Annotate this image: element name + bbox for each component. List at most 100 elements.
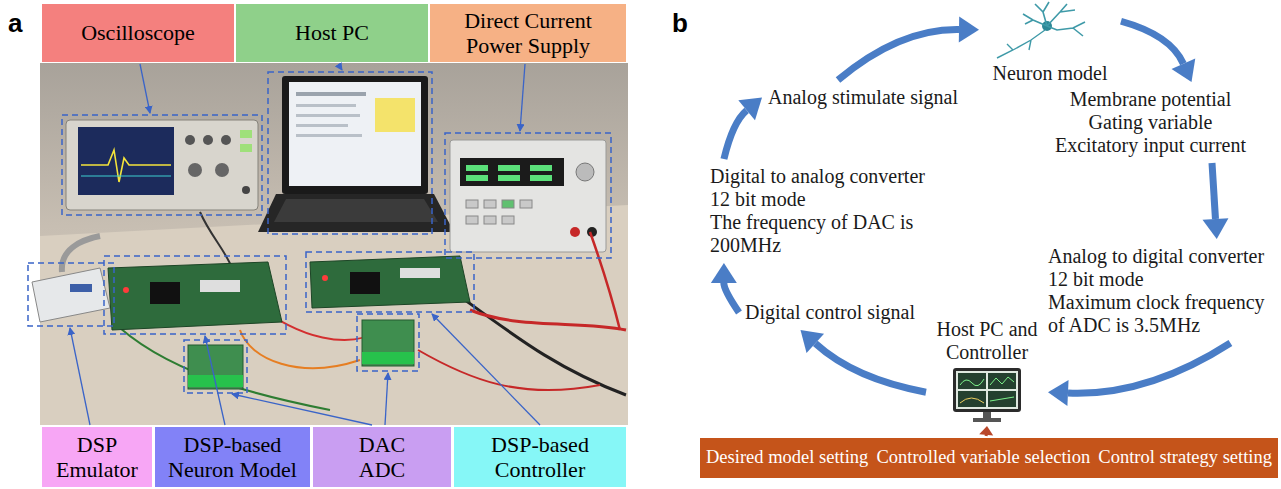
oscilloscope-body (66, 120, 258, 210)
display-digits (498, 165, 520, 171)
settings-band: Desired model settingControlled variable… (700, 438, 1278, 478)
label-box: Host PC (236, 4, 428, 62)
display-digits (498, 175, 520, 181)
arrow-head (979, 426, 993, 436)
node-text: Membrane potential Gating variable Excit… (1048, 88, 1253, 157)
laptop-screen (289, 82, 421, 186)
wire (120, 328, 330, 410)
label-box: DSP-based Controller (454, 427, 626, 487)
dashed-outline (445, 133, 611, 258)
arrow-head (1048, 380, 1069, 406)
text-line: DSP-based (491, 432, 589, 457)
arrow-line (1068, 343, 1230, 393)
led (123, 287, 129, 293)
node-text: Analog stimulate signal (768, 86, 968, 109)
wire (470, 310, 626, 330)
leader-line (385, 373, 388, 425)
arrow-line (815, 343, 926, 392)
axon (997, 30, 1045, 58)
dac-adc-board (362, 320, 414, 366)
node-text: DAC ADC (359, 432, 405, 483)
display-digits (466, 175, 488, 181)
screen-trace (990, 377, 1014, 385)
label-box: DSP Emulator (42, 427, 152, 487)
node-text: DSP-based Neuron Model (168, 432, 297, 483)
text-line: DAC (359, 432, 405, 457)
text-line: DSP-based (168, 432, 297, 457)
wire (590, 232, 620, 330)
neuron-icon (985, 0, 1115, 62)
label-box: DAC ADC (313, 427, 451, 487)
text-line: Direct Current (464, 8, 592, 33)
header (400, 268, 440, 278)
display-digits (530, 175, 552, 181)
node-text: Control strategy setting (1098, 447, 1272, 468)
label-box: Direct Current Power Supply (430, 4, 626, 62)
button (502, 200, 514, 208)
arrow-head (1203, 218, 1229, 239)
arrow-head (1172, 58, 1196, 82)
node-text: Controlled variable selection (876, 447, 1090, 468)
neuron-board (108, 262, 282, 330)
cycle-arrow (838, 16, 979, 80)
text-line: of ADC is 3.5MHz (1048, 314, 1276, 337)
screen-line (296, 134, 362, 137)
converter-text: Digital to analog converter 12 bit mode … (710, 165, 942, 257)
dashed-outline (268, 72, 432, 234)
text-line: Controller (932, 341, 1042, 364)
label-box: DSP-based Neuron Model (155, 427, 310, 487)
monitor-base (973, 418, 1001, 422)
text-line: Gating variable (1048, 111, 1253, 134)
monitor-icon (951, 366, 1023, 424)
text-line: Controller (491, 457, 589, 482)
knob (242, 186, 250, 194)
screen-panel (958, 373, 986, 389)
cycle-arrow (801, 330, 927, 392)
controller-board (310, 256, 470, 308)
node-text: Analog to digital converter 12 bit mode … (1048, 245, 1276, 337)
probe-cable (200, 212, 232, 268)
arrow-line (1121, 21, 1183, 63)
terminal (570, 227, 580, 237)
power-supply-body (450, 140, 606, 252)
text-line: 12 bit mode (710, 188, 942, 211)
leader-line (432, 314, 540, 425)
node-text: Host PC and Controller (932, 318, 1042, 364)
arrow-head (801, 330, 825, 353)
screen-trace (960, 379, 984, 386)
ribbon-cable (62, 236, 100, 272)
panel-letter: b (672, 8, 688, 39)
terminal-block (362, 352, 414, 364)
wire (465, 300, 626, 395)
cycle-arrow (1121, 21, 1195, 82)
cycle-arrow (1203, 163, 1229, 239)
arrow-line (724, 110, 747, 159)
photo-ground (40, 63, 628, 425)
label-box: Oscilloscope (42, 4, 234, 62)
button (520, 200, 532, 208)
screen-line (296, 124, 348, 127)
chip (350, 272, 380, 294)
dendrites (1023, 2, 1085, 36)
arrow-head (738, 98, 762, 121)
leader-line (338, 64, 342, 70)
signal-text: Membrane potential Gating variable Excit… (1048, 88, 1253, 157)
knob (221, 135, 231, 145)
monitor-screen (956, 371, 1018, 409)
button (240, 144, 252, 152)
node-text: Oscilloscope (81, 20, 195, 45)
knob (185, 135, 195, 145)
knob (203, 135, 213, 145)
arrow-line (838, 29, 959, 80)
leader-line (520, 64, 525, 131)
wire (240, 330, 360, 368)
screen-panel (958, 391, 986, 407)
header (200, 280, 240, 292)
monitor-stand (983, 412, 991, 418)
signal-text: Digital control signal (745, 301, 930, 324)
leader-line (140, 64, 150, 113)
display-digits (466, 165, 488, 171)
knob (576, 163, 594, 181)
neuron-node: Neuron model (985, 0, 1115, 85)
